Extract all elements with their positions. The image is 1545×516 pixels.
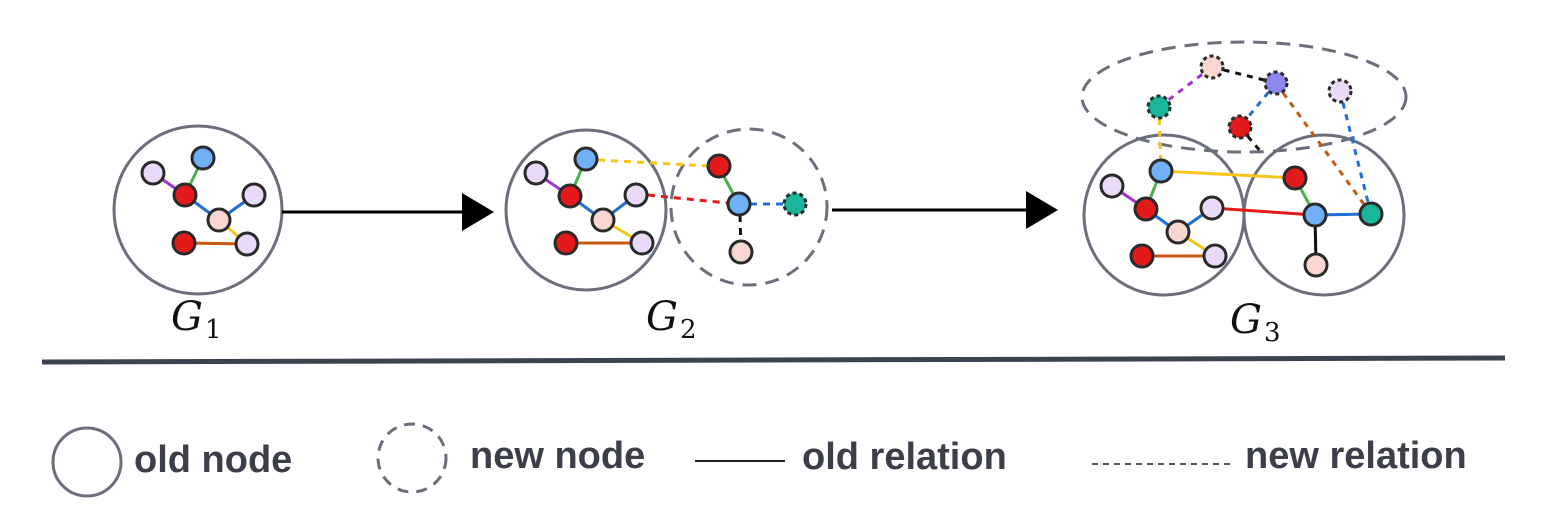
new-relation-edge <box>1274 82 1373 215</box>
entity-node <box>172 182 198 208</box>
new-relation-edge <box>597 158 710 168</box>
entity-node <box>523 160 549 186</box>
entity-node <box>590 207 616 233</box>
entity-node <box>706 153 732 179</box>
entity-node <box>1302 202 1328 228</box>
entity-node <box>1327 78 1353 104</box>
entity-node <box>1165 219 1191 245</box>
legend-new-node-symbol <box>376 422 448 494</box>
entity-node <box>241 182 267 208</box>
entity-node <box>557 183 583 209</box>
arrowhead-2 <box>1026 191 1058 229</box>
graph-label-g3: G3 <box>1230 297 1281 348</box>
entity-node <box>623 182 649 208</box>
entity-node <box>190 145 216 171</box>
edge <box>1160 169 1296 180</box>
legend-old-node-label: old node <box>134 439 292 481</box>
graph-g1: G1 <box>112 124 284 345</box>
entity-node <box>171 230 197 256</box>
edge <box>1211 206 1316 217</box>
entity-node <box>728 239 754 265</box>
g3-nodes <box>1099 54 1384 278</box>
entity-node <box>553 230 579 256</box>
entity-node <box>726 191 752 217</box>
g1-nodes <box>140 145 267 257</box>
graph-label-g1: G1 <box>171 294 222 345</box>
entity-node <box>573 146 599 172</box>
old-node-circle-g3-right <box>1242 133 1406 297</box>
g1-edges <box>152 157 255 246</box>
entity-node <box>234 231 260 257</box>
entity-node <box>1129 243 1155 269</box>
arrowhead-1 <box>462 193 494 231</box>
entity-node <box>782 191 808 217</box>
entity-node <box>1227 114 1253 140</box>
entity-node <box>1146 94 1172 120</box>
new-relation-edge <box>647 193 728 205</box>
graph-label-g2: G2 <box>646 294 697 345</box>
entity-node <box>1199 54 1225 80</box>
legend-old-node-symbol <box>51 426 123 498</box>
entity-node <box>1303 252 1329 278</box>
entity-node <box>1358 201 1384 227</box>
g2-nodes <box>523 146 808 265</box>
entity-node <box>1199 195 1225 221</box>
old-node-circle-g1 <box>112 124 284 296</box>
legend-old-relation-label: old relation <box>802 436 1007 478</box>
new-node-ellipse-g3 <box>1080 40 1408 154</box>
entity-node <box>1263 70 1289 96</box>
new-relation-edge <box>1338 90 1373 215</box>
legend-new-node-label: new node <box>470 435 645 477</box>
new-node-circle-g2 <box>669 127 829 287</box>
entity-node <box>1133 196 1159 222</box>
entity-node <box>206 207 232 233</box>
graph-g2: G2 <box>504 127 829 345</box>
entity-node <box>140 160 166 186</box>
graph-g3: G3 <box>1080 40 1408 348</box>
legend: old node new node old relation new relat… <box>51 422 1467 498</box>
legend-new-relation-label: new relation <box>1245 435 1467 477</box>
new-relation-edge <box>1238 82 1278 128</box>
entity-node <box>1282 165 1308 191</box>
separator-line <box>41 355 1506 365</box>
entity-node <box>1099 173 1125 199</box>
entity-node <box>1148 158 1174 184</box>
old-node-circle-g2 <box>504 128 668 292</box>
entity-node <box>629 230 655 256</box>
entity-node <box>1202 243 1228 269</box>
